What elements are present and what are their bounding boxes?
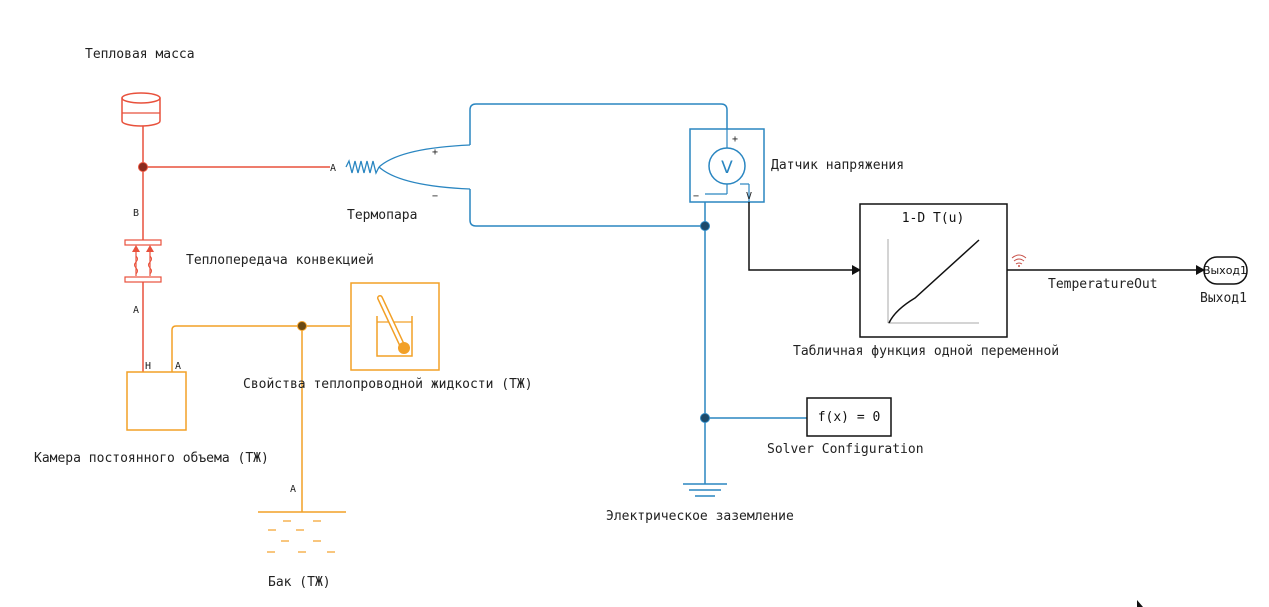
tank-block[interactable]: A Бак (ТЖ) — [258, 484, 346, 590]
electrical-wire[interactable] — [469, 103, 728, 145]
signal-wire[interactable] — [748, 202, 852, 271]
thermal-network: Тепловая масса B A Теплопередача конвекц… — [85, 47, 374, 372]
outport-label: Выход1 — [1200, 291, 1247, 306]
outport-text: Выход1 — [1203, 264, 1247, 277]
chamber-label: Камера постоянного объема (ТЖ) — [34, 451, 269, 466]
thermal-mass-block[interactable]: Тепловая масса — [85, 47, 195, 127]
chamber-block[interactable]: H A Камера постоянного объема (ТЖ) — [34, 361, 269, 466]
convection-icon — [124, 239, 162, 283]
voltage-sensor-port-plus: + — [732, 134, 738, 145]
voltage-sensor-label: Датчик напряжения — [771, 158, 904, 173]
tl-wire[interactable] — [171, 325, 350, 331]
thermocouple-port-a: A — [330, 163, 336, 174]
tl-junction — [297, 321, 307, 331]
tank-icon — [258, 511, 346, 553]
lookup-curve-icon — [887, 239, 980, 324]
thermometer-beaker-icon — [376, 295, 413, 357]
thermal-junction — [138, 162, 148, 172]
thermocouple-port-plus: + — [432, 147, 438, 158]
signal-network: 1-D T(u) Табличная функция одной перемен… — [748, 202, 1248, 359]
voltage-sensor-port-minus: − — [693, 191, 699, 202]
outport-block[interactable]: Выход1 Выход1 — [1200, 256, 1248, 306]
lookup-table-block[interactable]: 1-D T(u) Табличная функция одной перемен… — [793, 203, 1059, 359]
convection-label: Теплопередача конвекцией — [186, 253, 374, 268]
thermal-liquid-network: H A Камера постоянного объема (ТЖ) Свойс… — [34, 282, 533, 590]
lookup-label: Табличная функция одной переменной — [793, 344, 1059, 359]
chamber-port-h: H — [145, 361, 151, 372]
fluid-properties-label: Свойства теплопроводной жидкости (ТЖ) — [243, 377, 533, 392]
tank-port-a: A — [290, 484, 296, 495]
convection-block[interactable]: B A Теплопередача конвекцией — [124, 208, 374, 316]
voltmeter-glyph: V — [721, 158, 733, 178]
signal-arrow — [1196, 265, 1205, 275]
thermal-mass-label: Тепловая масса — [85, 47, 195, 62]
ground-icon — [683, 483, 727, 497]
chamber-port-a: A — [175, 361, 181, 372]
thermocouple-label: Термопара — [347, 208, 417, 223]
mouse-cursor-icon — [1137, 600, 1143, 607]
voltage-sensor-port-v: V — [746, 191, 752, 202]
thermocouple-icon — [345, 144, 471, 190]
fluid-properties-block[interactable]: Свойства теплопроводной жидкости (ТЖ) — [243, 282, 533, 392]
signal-arrow — [852, 265, 861, 275]
electrical-network: V + − V Датчик напряжения Электрическое … — [469, 103, 924, 524]
solver-configuration-block[interactable]: f(x) = 0 Solver Configuration — [767, 397, 924, 457]
cylinder-icon — [121, 92, 161, 127]
signal-name-label: TemperatureOut — [1048, 277, 1158, 292]
voltmeter-icon — [708, 147, 746, 185]
electrical-junction — [700, 413, 710, 423]
ground-block[interactable]: Электрическое заземление — [606, 483, 794, 524]
signal-wifi-icon — [1011, 254, 1027, 267]
thermocouple-block[interactable]: A + − Термопара — [330, 144, 471, 223]
lookup-title: 1-D T(u) — [902, 211, 965, 226]
electrical-wire[interactable] — [469, 189, 705, 227]
electrical-junction — [700, 221, 710, 231]
convection-port-b: B — [133, 208, 139, 219]
tank-label: Бак (ТЖ) — [268, 575, 331, 590]
solver-label: Solver Configuration — [767, 442, 924, 457]
thermocouple-port-minus: − — [432, 191, 438, 202]
voltage-sensor-block[interactable]: V + − V Датчик напряжения — [689, 128, 904, 203]
solver-text: f(x) = 0 — [818, 410, 881, 425]
convection-port-a: A — [133, 305, 139, 316]
ground-label: Электрическое заземление — [606, 509, 794, 524]
